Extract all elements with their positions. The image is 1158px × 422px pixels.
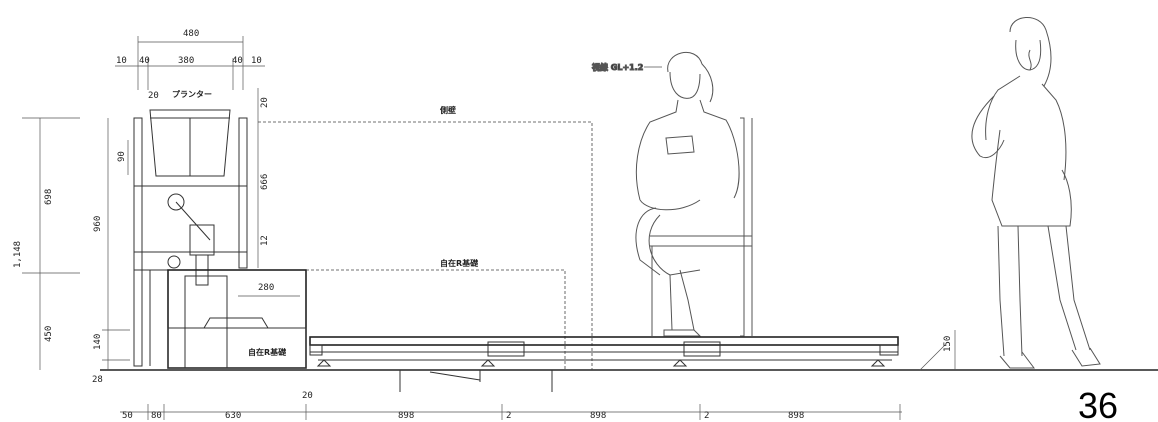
- dim-bottom-2-a: 2: [506, 411, 511, 421]
- page-number: 36: [1078, 385, 1118, 422]
- foundation-box-label: 自在R基礎: [248, 347, 287, 357]
- dim-bottom-898-a: 898: [398, 411, 414, 421]
- dim-bottom-898-b: 898: [590, 411, 606, 421]
- dim-380: 380: [178, 56, 194, 66]
- dim-bottom-630: 630: [225, 411, 241, 421]
- eye-level-label: 視線 GL+1.2: [591, 62, 643, 72]
- dim-40-right: 40: [232, 56, 243, 66]
- step-height-dimension: 150: [919, 330, 956, 371]
- dim-150: 150: [943, 336, 953, 352]
- dim-bottom-20: 20: [302, 391, 313, 401]
- dim-1148: 1,148: [13, 241, 23, 268]
- dim-960: 960: [93, 216, 103, 232]
- dim-12: 12: [260, 235, 270, 246]
- dim-666: 666: [260, 174, 270, 190]
- dim-bottom-898-c: 898: [788, 411, 804, 421]
- dim-right-20: 20: [260, 97, 270, 108]
- dim-90: 90: [117, 151, 127, 162]
- dim-28: 28: [92, 375, 103, 385]
- foundation-outline: 自在R基礎: [306, 258, 566, 370]
- standing-person-figure: [971, 17, 1101, 369]
- side-wall-outline: 側壁: [258, 105, 593, 370]
- dim-10-right: 10: [251, 56, 262, 66]
- dim-450: 450: [44, 326, 54, 342]
- side-wall-label: 側壁: [439, 105, 456, 115]
- dim-40-left: 40: [139, 56, 150, 66]
- dim-bottom-2-b: 2: [704, 411, 709, 421]
- dim-480: 480: [183, 29, 199, 39]
- planter-label: プランター: [172, 89, 212, 99]
- left-vertical-dimensions: 1,148 698 450 960 140 28 90: [13, 117, 130, 385]
- dim-140: 140: [93, 334, 103, 350]
- planter-assembly: 自在R基礎 280: [133, 109, 307, 369]
- foundation-top-label: 自在R基礎: [440, 258, 479, 268]
- dim-bottom-80: 80: [151, 411, 162, 421]
- bottom-dimension-chain: 20 50 80 630 898 2 898 2 898: [120, 391, 902, 421]
- top-dimension-chain: 480 10 40 380 40 10 20 プランター: [115, 29, 265, 101]
- dim-698: 698: [44, 189, 54, 205]
- dim-10-left: 10: [116, 56, 127, 66]
- dim-bottom-50: 50: [122, 411, 133, 421]
- dim-planter-20: 20: [148, 91, 159, 101]
- seated-person-figure: 視線 GL+1.2: [591, 52, 753, 337]
- dim-280: 280: [258, 283, 274, 293]
- deck-platform: [309, 336, 899, 392]
- planter-right-dimensions: 20 666 12: [257, 88, 270, 268]
